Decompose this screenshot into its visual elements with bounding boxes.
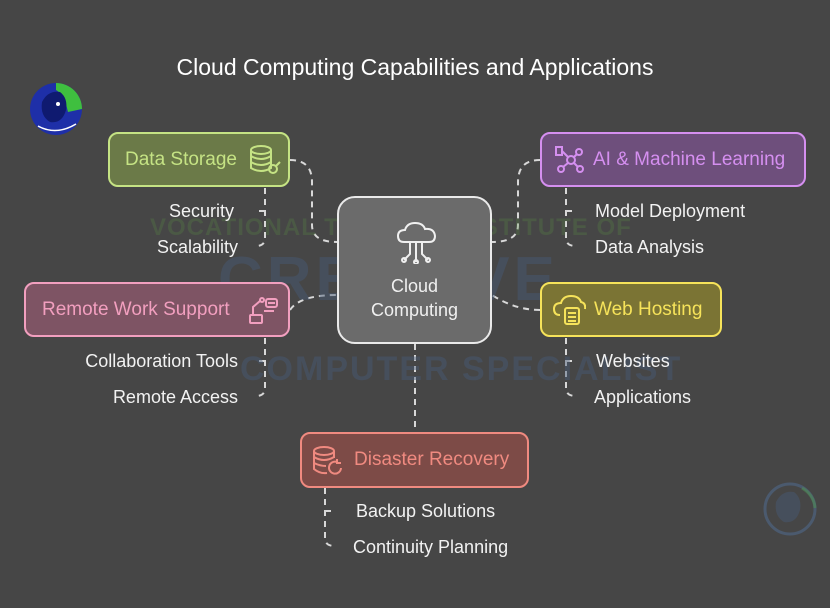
connector-remote-work xyxy=(289,294,338,311)
branch-remote-work xyxy=(255,338,266,397)
item-continuity-planning: Continuity Planning xyxy=(353,537,509,557)
watermark-logo-icon xyxy=(763,482,817,536)
connector-ai-ml xyxy=(491,159,541,243)
node-ai-ml-label: AI & Machine Learning xyxy=(593,148,786,170)
branch-data-storage xyxy=(255,188,266,247)
database-icon xyxy=(250,145,281,174)
lion-logo-icon xyxy=(30,83,82,135)
node-disaster-recovery: Disaster Recovery xyxy=(300,432,529,488)
node-remote-work-support: Remote Work Support xyxy=(24,282,290,337)
node-web-hosting-label: Web Hosting xyxy=(594,298,703,320)
connector-web-hosting xyxy=(491,294,541,311)
item-remote-access: Remote Access xyxy=(112,387,238,407)
diagram-title: Cloud Computing Capabilities and Applica… xyxy=(176,54,654,80)
node-data-storage-label: Data Storage xyxy=(125,148,237,170)
node-ai-machine-learning: AI & Machine Learning xyxy=(540,132,806,187)
branch-disaster-recovery xyxy=(324,488,336,547)
database-restore-icon xyxy=(313,446,342,475)
watermark-line-3: COMPUTER SPECIALIST xyxy=(240,350,683,388)
branch-web-hosting xyxy=(565,338,577,397)
item-model-deployment: Model Deployment xyxy=(595,201,746,221)
item-scalability: Scalability xyxy=(156,237,238,257)
item-collaboration-tools: Collaboration Tools xyxy=(85,351,238,371)
remote-tools-icon xyxy=(249,297,278,324)
cloud-network-icon xyxy=(396,221,437,264)
item-applications: Applications xyxy=(594,387,692,407)
item-backup-solutions: Backup Solutions xyxy=(356,501,496,521)
center-label-line-1: Cloud xyxy=(390,276,439,296)
branch-ai-ml xyxy=(565,188,577,247)
node-remote-work-label: Remote Work Support xyxy=(42,298,230,320)
node-data-storage: Data Storage xyxy=(108,132,290,187)
item-websites: Websites xyxy=(596,351,670,371)
center-label-line-2: Computing xyxy=(370,300,459,320)
connector-data-storage xyxy=(289,159,338,243)
node-web-hosting: Web Hosting xyxy=(540,282,722,337)
item-data-analysis: Data Analysis xyxy=(595,237,705,257)
item-security: Security xyxy=(168,201,234,221)
ai-nodes-icon xyxy=(555,146,584,173)
node-disaster-recovery-label: Disaster Recovery xyxy=(354,449,510,470)
center-node-cloud-computing: Cloud Computing xyxy=(337,196,492,344)
cloud-server-icon xyxy=(552,294,586,325)
